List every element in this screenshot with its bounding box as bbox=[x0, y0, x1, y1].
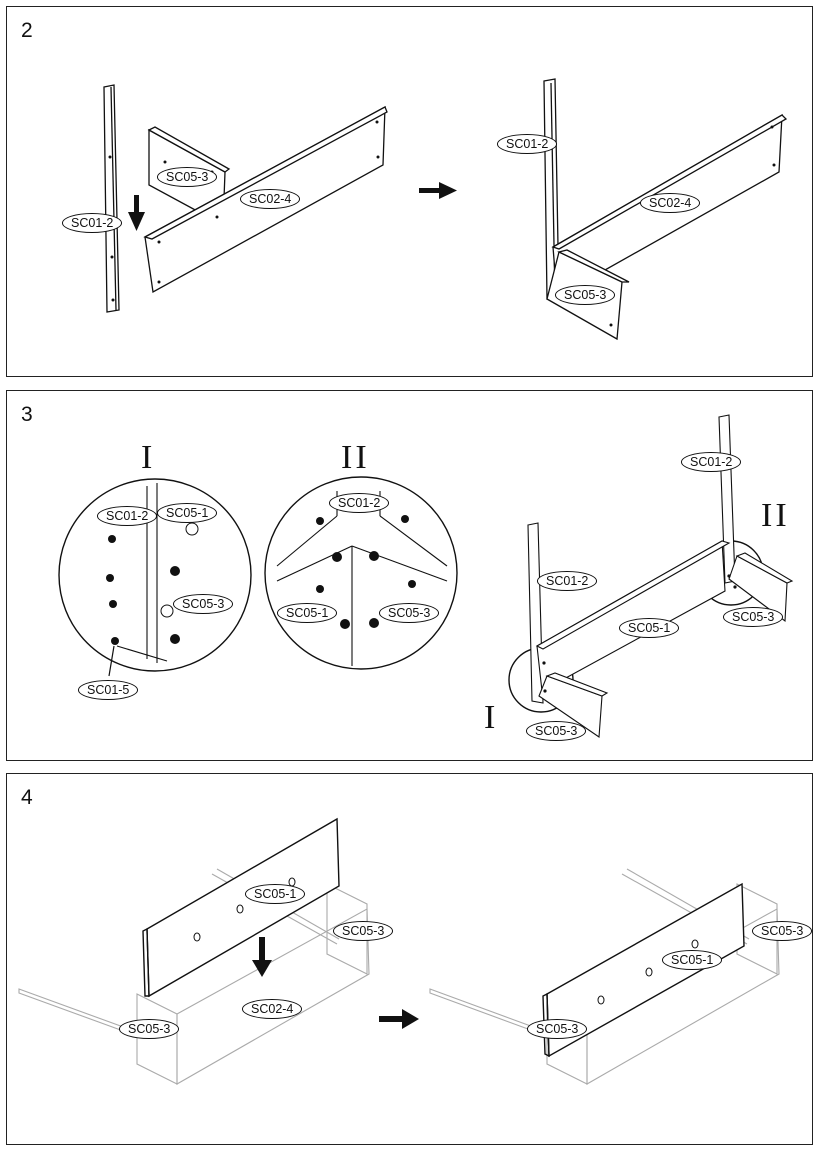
step-4-panel: 4 bbox=[6, 773, 813, 1145]
step-number: 3 bbox=[21, 403, 33, 426]
part-label-sc05-1: SC05-1 bbox=[157, 503, 218, 523]
part-label-sc01-2: SC01-2 bbox=[329, 493, 390, 513]
step-3-illustration bbox=[58, 414, 794, 738]
part-label-sc05-3: SC05-3 bbox=[526, 721, 587, 741]
detail-mark-one: I bbox=[141, 439, 156, 476]
part-label-sc01-2: SC01-2 bbox=[497, 134, 558, 154]
part-label-sc05-3: SC05-3 bbox=[555, 285, 616, 305]
part-label-sc01-2: SC01-2 bbox=[681, 452, 742, 472]
detail-circle-two bbox=[264, 476, 458, 670]
part-label-sc02-4: SC02-4 bbox=[242, 999, 303, 1019]
detail-mark-two: II bbox=[341, 439, 370, 476]
part-label-sc05-1: SC05-1 bbox=[619, 618, 680, 638]
part-label-sc05-3: SC05-3 bbox=[119, 1019, 180, 1039]
part-label-sc05-1: SC05-1 bbox=[662, 950, 723, 970]
part-label-sc05-1: SC05-1 bbox=[277, 603, 338, 623]
step-2-illustration bbox=[103, 78, 788, 341]
part-label-sc05-3: SC05-3 bbox=[527, 1019, 588, 1039]
part-label-sc05-3: SC05-3 bbox=[157, 167, 218, 187]
detail-circle-one bbox=[58, 478, 252, 672]
detail-mark-two: II bbox=[761, 497, 790, 534]
detail-mark-one: I bbox=[484, 699, 499, 736]
step-3-panel: 3 I II I II bbox=[6, 390, 813, 761]
part-label-sc05-3: SC05-3 bbox=[752, 921, 813, 941]
part-label-sc02-4: SC02-4 bbox=[240, 189, 301, 209]
step-number: 4 bbox=[21, 786, 33, 809]
part-label-sc01-2: SC01-2 bbox=[97, 506, 158, 526]
part-label-sc05-3: SC05-3 bbox=[379, 603, 440, 623]
step-number: 2 bbox=[21, 19, 33, 42]
part-label-sc01-2: SC01-2 bbox=[62, 213, 123, 233]
part-label-sc05-1: SC05-1 bbox=[245, 884, 306, 904]
part-label-sc01-2: SC01-2 bbox=[537, 571, 598, 591]
part-label-sc05-3: SC05-3 bbox=[723, 607, 784, 627]
part-label-sc02-4: SC02-4 bbox=[640, 193, 701, 213]
part-label-sc05-3: SC05-3 bbox=[173, 594, 234, 614]
part-label-sc01-5: SC01-5 bbox=[78, 680, 139, 700]
part-label-sc05-3: SC05-3 bbox=[333, 921, 394, 941]
step-2-panel: 2 bbox=[6, 6, 813, 377]
